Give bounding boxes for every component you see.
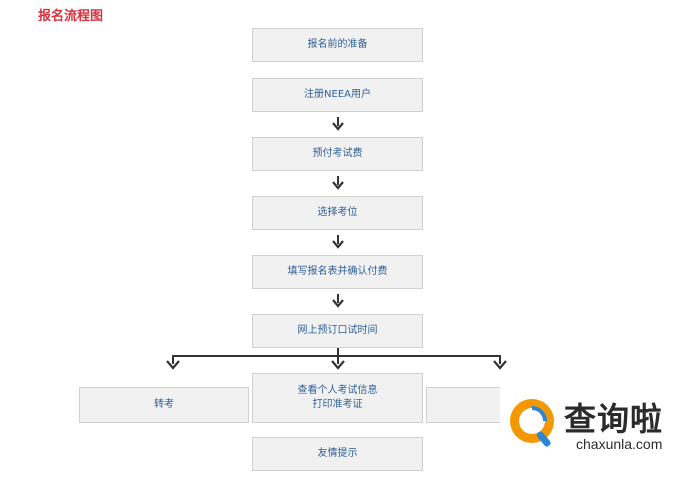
watermark-name: 查询啦 (564, 400, 664, 438)
down-arrow-icon (332, 117, 344, 131)
step-friendly-tips: 友情提示 (252, 437, 423, 471)
down-arrow-icon (332, 176, 344, 190)
branch-view-info-print-admission: 查看个人考试信息 打印准考证 (252, 373, 423, 423)
branch-center-line1: 查看个人考试信息 (297, 385, 378, 396)
watermark-url: chaxunla.com (576, 436, 663, 452)
step-prepare: 报名前的准备 (252, 28, 423, 62)
search-icon (510, 399, 554, 447)
down-arrow-icon (332, 294, 344, 308)
diagram-title: 报名流程图 (38, 9, 104, 24)
branch-center-line2: 打印准考证 (312, 399, 363, 410)
step-register-neea: 注册NEEA用户 (252, 78, 423, 112)
down-arrow-icon (332, 235, 344, 249)
watermark: 查询啦 chaxunla.com (500, 386, 682, 477)
branch-transfer-exam: 转考 (79, 387, 249, 423)
step-select-seat: 选择考位 (252, 196, 423, 230)
step-prepay-fee: 预付考试费 (252, 137, 423, 171)
step-fill-form: 填写报名表并确认付费 (252, 255, 423, 289)
step-book-oral-test: 网上预订口试时间 (252, 314, 423, 348)
